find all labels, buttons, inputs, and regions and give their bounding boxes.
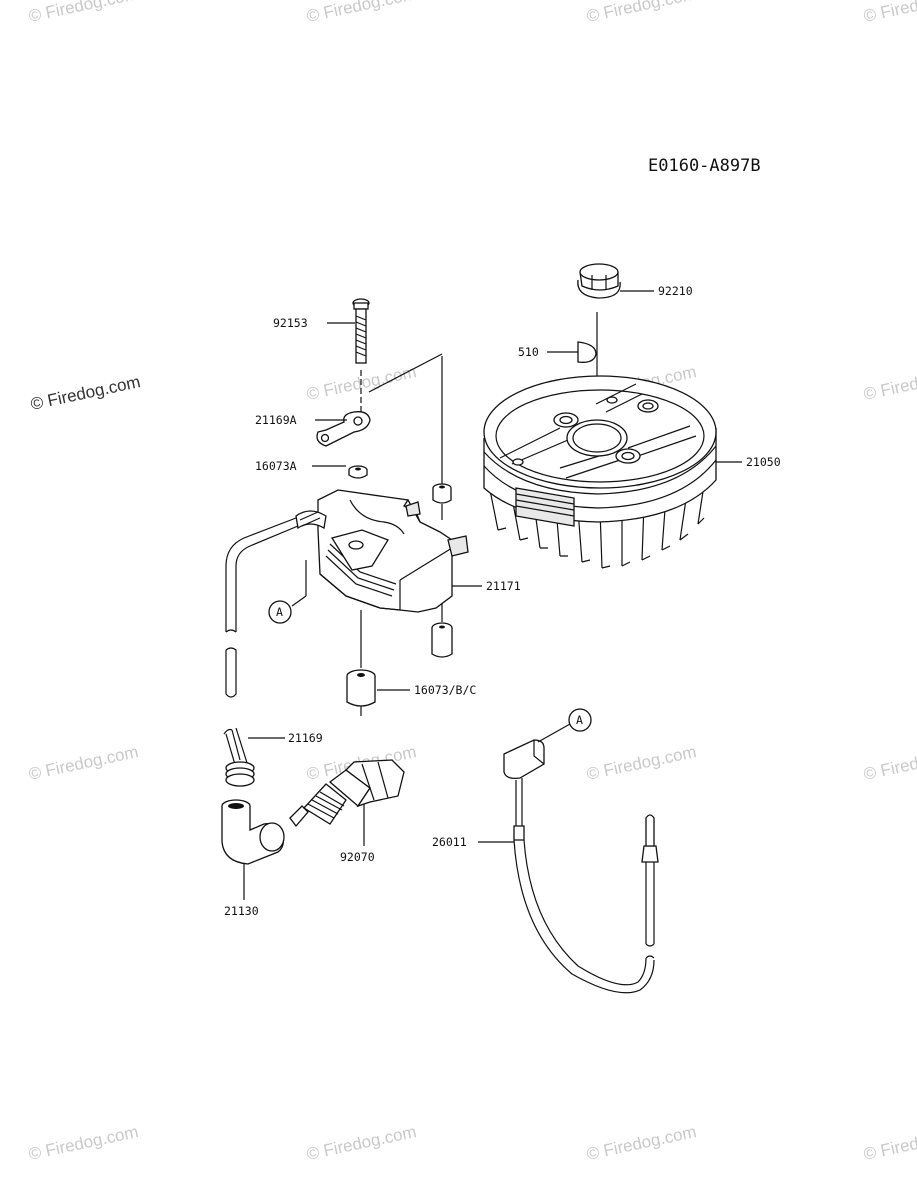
watermark: © Firedog.com [27,742,140,784]
watermark: © Firedog.com [305,1122,418,1164]
callout-21169A: 21169A [255,413,297,427]
watermark: © Firedog.com [862,362,917,404]
spacer-lower-right [431,622,453,658]
watermark: © Firedog.com [862,0,917,26]
axis-line [368,353,443,393]
plug-cap-21130 [221,799,285,865]
callout-92070: 92070 [340,850,375,864]
ref-circle-A2: A [576,713,583,727]
flywheel-21050 [483,375,717,569]
watermark: © Firedog.com [585,742,698,784]
watermark-layer: © Firedog.com © Firedog.com © Firedog.co… [27,0,917,1164]
watermark: © Firedog.com [585,0,698,26]
callout-510: 510 [518,345,539,359]
leader-ref-A [291,595,307,607]
watermark: © Firedog.com [585,1122,698,1164]
bolt-92153 [352,298,370,364]
callout-16073BC: 16073/B/C [414,683,476,697]
watermark: © Firedog.com [305,0,418,26]
spacer-16073A [348,465,368,479]
callout-92210: 92210 [658,284,693,298]
callout-21130: 21130 [224,904,259,918]
callout-16073A: 16073A [255,459,297,473]
spark-plug-92070 [289,759,405,828]
nut-92210 [577,263,621,299]
callout-21171: 21171 [486,579,521,593]
ref-circle-A: A [276,605,283,619]
spring-21169 [223,727,255,787]
watermark: © Firedog.com [27,1122,140,1164]
watermark: © Firedog.com [29,372,142,414]
plate-21169A [316,411,371,447]
callout-21050: 21050 [746,455,781,469]
stop-lead-26011 [503,739,659,994]
leader-ref-A2 [537,723,571,743]
callout-21169: 21169 [288,731,323,745]
watermark: © Firedog.com [27,0,140,26]
callout-92153: 92153 [273,316,308,330]
spacer-upper-right [432,483,452,504]
watermark: © Firedog.com [862,1122,917,1164]
callout-26011: 26011 [432,835,467,849]
diagram-code: E0160-A897B [648,156,761,176]
ignition-coil-21171 [225,489,469,698]
key-510 [577,341,597,363]
spacer-16073BC [346,669,376,707]
watermark: © Firedog.com [862,742,917,784]
